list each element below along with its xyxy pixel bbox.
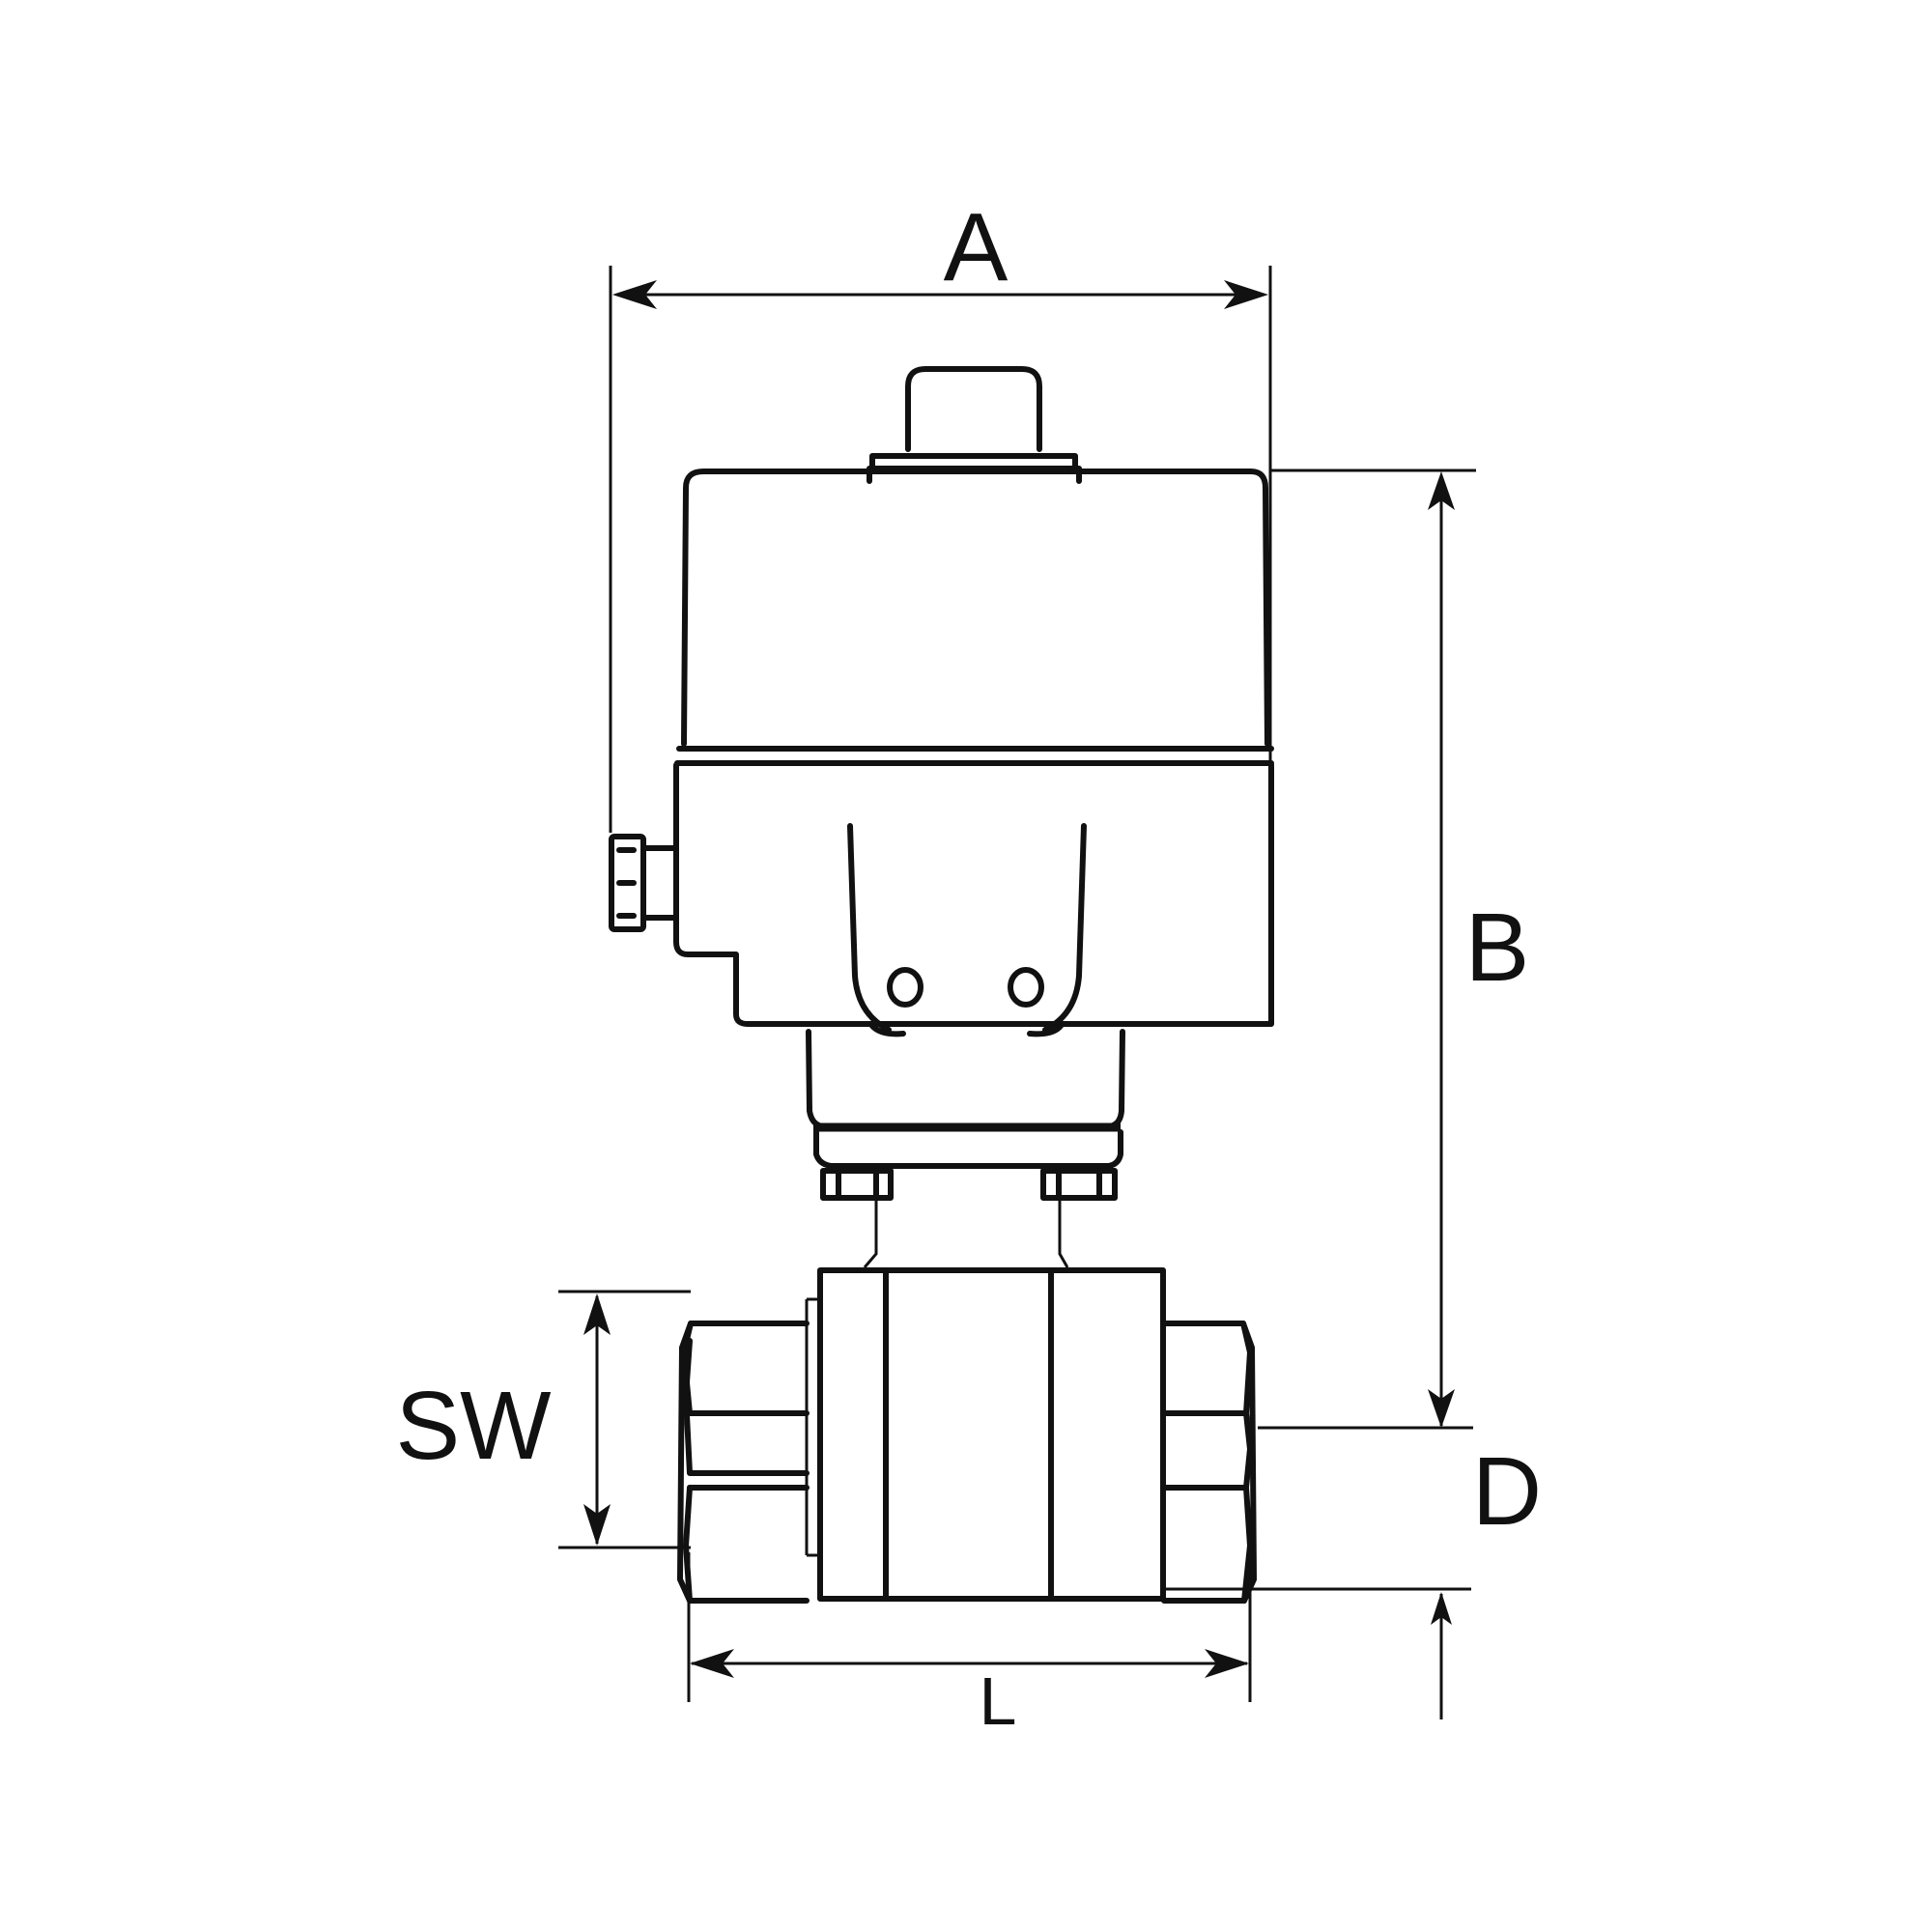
dimension-b: B <box>1258 471 1530 1430</box>
arrow-up-icon <box>1431 1592 1452 1625</box>
position-indicator <box>867 366 1082 484</box>
arrow-left-icon <box>612 280 657 309</box>
actuator-cover <box>674 469 1476 766</box>
arrow-up-icon <box>1428 471 1455 510</box>
arrow-right-icon <box>1205 1649 1249 1678</box>
hex-end-left <box>677 1321 810 1604</box>
actuator-housing <box>673 762 1274 1037</box>
cable-gland <box>609 834 679 932</box>
label-sw: SW <box>395 1372 552 1480</box>
mounting-bolts <box>820 1168 1118 1268</box>
bracket-left-edge <box>847 823 892 1033</box>
label-b: B <box>1465 894 1530 1002</box>
hex-end-right <box>1161 1321 1257 1604</box>
dimension-a: A <box>609 193 1272 966</box>
label-d: D <box>1472 1437 1542 1546</box>
bracket-hole-right <box>1008 967 1044 1008</box>
arrow-right-icon <box>1224 280 1268 309</box>
coupling-neck <box>806 1029 1125 1169</box>
dimension-d: D <box>1166 1437 1542 1719</box>
arrow-down-icon <box>583 1504 611 1546</box>
bracket-hole-left <box>887 967 923 1008</box>
valve-body <box>805 1267 1166 1602</box>
arrow-up-icon <box>583 1293 611 1335</box>
dimension-sw: SW <box>395 1290 691 1549</box>
arrow-down-icon <box>1428 1389 1455 1428</box>
label-a: A <box>944 193 1009 301</box>
arrow-left-icon <box>690 1649 734 1678</box>
label-l: L <box>980 1663 1017 1739</box>
bracket-right-edge <box>1042 823 1087 1033</box>
dimension-l: L <box>687 1552 1252 1739</box>
